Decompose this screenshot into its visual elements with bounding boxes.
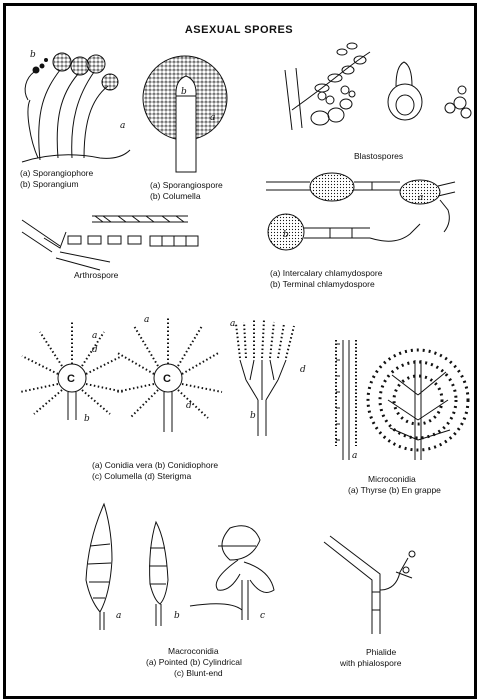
caption-chlamydospore-a: (a) Intercalary chlamydospore bbox=[270, 268, 383, 278]
caption-arthrospore: Arthrospore bbox=[74, 270, 119, 280]
label-a-thyrse: a bbox=[352, 451, 357, 461]
label-d-sterigma-2: d bbox=[186, 401, 192, 411]
caption-sporangiophore-b: (b) Sporangium bbox=[20, 179, 79, 189]
arthrospore-drawing bbox=[21, 215, 199, 271]
caption-blastospores: Blastospores bbox=[354, 151, 404, 161]
label-c-blunt-end: c bbox=[260, 611, 265, 621]
label-b-conidiophore: b bbox=[84, 414, 90, 424]
label-a-pointed: a bbox=[116, 611, 121, 621]
macroconidia-drawing bbox=[85, 502, 275, 630]
label-C-columella-2: C bbox=[163, 373, 171, 385]
figure-title: ASEXUAL SPORES bbox=[184, 24, 294, 36]
label-d-sterigma-3: d bbox=[300, 365, 306, 375]
caption-macroconidia-c: (c) Blunt-end bbox=[174, 668, 223, 678]
caption-chlamydospore-b: (b) Terminal chlamydospore bbox=[270, 279, 375, 289]
label-a-conidia: a bbox=[92, 331, 97, 341]
label-b-terminal: b bbox=[283, 230, 289, 240]
label-b-cylindrical: b bbox=[174, 611, 180, 621]
caption-macroconidia-title: Macroconidia bbox=[168, 646, 219, 656]
label-a-conidia-2: a bbox=[144, 315, 149, 325]
label-a-conidia-3: a bbox=[230, 319, 235, 329]
phialide-drawing bbox=[323, 535, 416, 634]
conidia-vera-drawing bbox=[19, 322, 125, 420]
label-a-sporangiophore: a bbox=[120, 121, 125, 131]
microconidia-drawing bbox=[335, 340, 470, 460]
label-b-conidiophore-3: b bbox=[250, 411, 256, 421]
caption-sporangiospore-b: (b) Columella bbox=[150, 191, 201, 201]
chlamydospore-drawing bbox=[266, 172, 456, 251]
caption-phialide-title: Phialide bbox=[366, 647, 397, 657]
caption-microconidia-title: Microconidia bbox=[368, 474, 416, 484]
caption-sporangiophore-a: (a) Sporangiophore bbox=[20, 168, 94, 178]
label-a-intercalary: a bbox=[418, 193, 423, 203]
caption-macroconidia-sub: (a) Pointed (b) Cylindrical bbox=[146, 657, 242, 667]
caption-conidia-line1: (a) Conidia vera (b) Conidiophore bbox=[92, 460, 219, 470]
page-border bbox=[3, 3, 477, 699]
sporangiophore-drawing bbox=[21, 52, 131, 163]
label-b-columella: b bbox=[181, 87, 187, 97]
caption-phialide-sub: with phialospore bbox=[340, 658, 402, 668]
label-d-sterigma: d bbox=[92, 345, 98, 355]
caption-microconidia-sub: (a) Thyrse (b) En grappe bbox=[348, 485, 441, 495]
penicillus-drawing bbox=[235, 319, 295, 436]
caption-sporangiospore-a: (a) Sporangiospore bbox=[150, 180, 223, 190]
label-a-sporangiospore: a bbox=[210, 113, 215, 123]
label-b-sporangium: b bbox=[30, 50, 36, 60]
sporangiospore-drawing bbox=[142, 55, 228, 173]
caption-conidia-line2: (c) Columella (d) Sterigma bbox=[92, 471, 192, 481]
label-C-columella: C bbox=[67, 373, 75, 385]
blastospores-drawing bbox=[284, 42, 472, 131]
conidiophore-drawing bbox=[115, 318, 223, 432]
